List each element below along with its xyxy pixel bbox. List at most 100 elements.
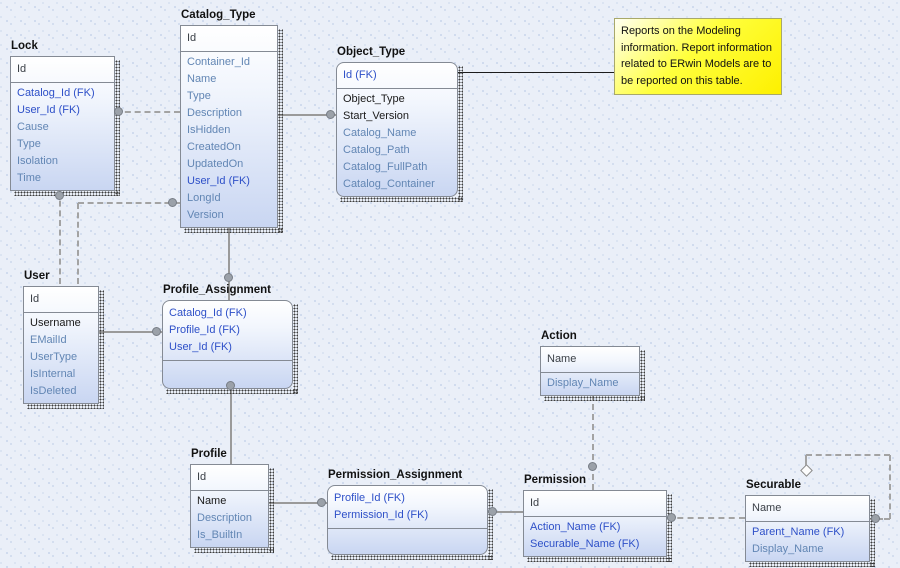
entity-shadow [458, 66, 463, 202]
relationship-securable-self[interactable] [805, 455, 807, 467]
attribute-row: Start_Version [343, 110, 410, 122]
attribute-row: Catalog_Path [343, 144, 410, 156]
relationship-lock-catalogtype[interactable] [115, 111, 180, 113]
relationship-dot-icon [226, 381, 235, 390]
pk-attribute: User_Id (FK) [169, 341, 232, 353]
attribute-row: Description [187, 107, 243, 119]
entity-title: Profile [191, 448, 227, 460]
entity-action[interactable]: Action Name Display_Name [540, 330, 645, 401]
relationship-action-permission[interactable] [592, 394, 594, 490]
relationship-permissionassignment-permission[interactable] [488, 511, 523, 513]
pk-attribute: Id [30, 293, 40, 305]
attribute-row: Type [187, 90, 211, 102]
entity-shadow [194, 548, 274, 553]
pk-attribute: Name [752, 502, 782, 514]
attribute-row: Name [197, 495, 227, 507]
note-annotation[interactable]: Reports on the Modeling information. Rep… [614, 18, 782, 95]
relationship-user-catalogtype[interactable] [78, 202, 180, 204]
relationship-dot-icon [871, 514, 880, 523]
entity-lock[interactable]: Lock Id Catalog_Id (FK) User_Id (FK) Cau… [10, 40, 120, 196]
pk-attribute: Profile_Id (FK) [169, 324, 240, 336]
attribute-row: Username [30, 317, 81, 329]
attribute-row: IsDeleted [30, 385, 77, 397]
entity-permission[interactable]: Permission Id Action_Name (FK) Securable… [523, 474, 672, 562]
entity-catalog-type[interactable]: Catalog_Type Id Container_Id Name Type D… [180, 9, 283, 233]
relationship-user-lock[interactable] [59, 191, 61, 284]
pk-attribute: Id [17, 63, 27, 75]
entity-title: Permission_Assignment [328, 469, 463, 481]
entity-shadow [640, 350, 645, 401]
entity-title: User [24, 270, 50, 282]
relationship-profile-permissionassignment[interactable] [269, 502, 327, 504]
entity-user[interactable]: User Id Username EMailId UserType IsInte… [23, 270, 104, 409]
pk-attribute: Permission_Id (FK) [334, 509, 429, 521]
pk-attribute: Profile_Id (FK) [334, 492, 405, 504]
relationship-securable-self[interactable] [870, 518, 890, 520]
pk-attribute: Catalog_Id (FK) [169, 307, 247, 319]
attribute-row: Object_Type [343, 93, 405, 105]
relationship-dot-icon [667, 513, 676, 522]
entity-permission-assignment[interactable]: Permission_Assignment Profile_Id (FK) Pe… [327, 469, 493, 560]
attribute-row: Securable_Name (FK) [530, 538, 640, 550]
relationship-dot-icon [317, 498, 326, 507]
entity-shadow [99, 290, 104, 409]
relationship-dot-icon [55, 191, 64, 200]
relationship-securable-permission[interactable] [667, 517, 745, 519]
entity-securable[interactable]: Securable Name Parent_Name (FK) Display_… [745, 479, 875, 567]
entity-shadow [278, 29, 283, 233]
relationship-dot-icon [326, 110, 335, 119]
relationship-dot-icon [152, 327, 161, 336]
attribute-row: LongId [187, 192, 221, 204]
empty-attribute-section [328, 531, 487, 551]
entity-title: Action [541, 330, 577, 342]
entity-title: Profile_Assignment [163, 284, 271, 296]
attribute-row: Cause [17, 121, 49, 133]
relationship-dot-icon [488, 507, 497, 516]
entity-profile[interactable]: Profile Id Name Description Is_BuiltIn [190, 448, 274, 553]
entity-shadow [184, 228, 283, 233]
attribute-row: Display_Name [547, 377, 619, 389]
attribute-row: Container_Id [187, 56, 250, 68]
pk-attribute: Id [530, 497, 540, 509]
pk-attribute: Id [187, 32, 197, 44]
note-connector[interactable] [458, 72, 614, 73]
attribute-row: EMailId [30, 334, 67, 346]
entity-shadow [115, 60, 120, 196]
relationship-user-profileassignment[interactable] [99, 331, 162, 333]
relationship-dot-icon [168, 198, 177, 207]
attribute-row: Name [187, 73, 217, 85]
attribute-row: Catalog_Container [343, 178, 435, 190]
attribute-row: Description [197, 512, 253, 524]
entity-shadow [527, 557, 672, 562]
relationship-catalogtype-objecttype[interactable] [278, 114, 336, 116]
entity-title: Object_Type [337, 46, 406, 58]
relationship-user-catalogtype[interactable] [77, 203, 79, 284]
pk-attribute: Id [197, 471, 207, 483]
entity-shadow [14, 191, 120, 196]
entity-title: Lock [11, 40, 38, 52]
entity-shadow [331, 555, 493, 560]
relationship-catalogtype-profileassignment[interactable] [228, 221, 230, 300]
attribute-row: Catalog_Id (FK) [17, 87, 95, 99]
attribute-row: UpdatedOn [187, 158, 244, 170]
relationship-profile-profileassignment[interactable] [230, 381, 232, 464]
entity-object-type[interactable]: Object_Type Id (FK) Object_Type Start_Ve… [336, 46, 463, 202]
entity-shadow [340, 197, 463, 202]
entity-shadow [166, 389, 298, 394]
entity-title: Permission [524, 474, 586, 486]
entity-shadow [870, 499, 875, 567]
attribute-row: Action_Name (FK) [530, 521, 621, 533]
attribute-row: CreatedOn [187, 141, 241, 153]
attribute-row: Type [17, 138, 41, 150]
entity-shadow [544, 396, 645, 401]
attribute-row: User_Id (FK) [187, 175, 250, 187]
attribute-row: IsHidden [187, 124, 231, 136]
attribute-row: User_Id (FK) [17, 104, 80, 116]
relationship-securable-self[interactable] [806, 454, 890, 456]
entity-title: Catalog_Type [181, 9, 256, 21]
entity-profile-assignment[interactable]: Profile_Assignment Catalog_Id (FK) Profi… [162, 284, 298, 394]
attribute-row: IsInternal [30, 368, 76, 380]
relationship-securable-self[interactable] [889, 455, 891, 519]
attribute-row: Is_BuiltIn [197, 529, 243, 541]
